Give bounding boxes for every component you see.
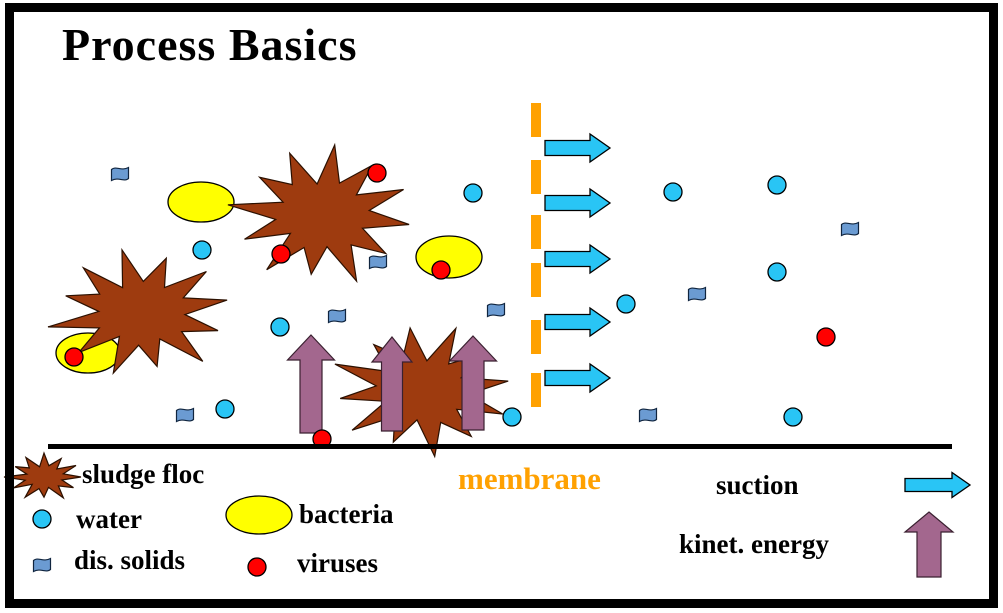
legend-viruses-icon bbox=[247, 557, 267, 577]
kinetic-energy-arrow bbox=[286, 334, 336, 434]
dis-solids-flag bbox=[687, 286, 707, 302]
legend-dis-solids-icon bbox=[32, 557, 52, 573]
slide-title: Process Basics bbox=[62, 19, 358, 70]
kinetic-energy-arrow bbox=[370, 336, 414, 432]
water-dot bbox=[502, 407, 522, 427]
virus-dot bbox=[271, 244, 291, 264]
sludge-floc-shape bbox=[47, 247, 228, 376]
membrane-dash bbox=[531, 160, 541, 194]
water-dot bbox=[215, 399, 235, 419]
water-dot bbox=[767, 175, 787, 195]
legend-label-dis-solids: dis. solids bbox=[74, 545, 186, 575]
water-dot bbox=[463, 183, 483, 203]
water-dot bbox=[270, 317, 290, 337]
legend-label-kinet-energy: kinet. energy bbox=[679, 529, 829, 559]
legend-sludge-floc-icon bbox=[3, 451, 82, 500]
baseline bbox=[48, 444, 952, 449]
legend-water-icon bbox=[32, 509, 52, 529]
membrane-dash bbox=[531, 215, 541, 249]
water-dot bbox=[767, 262, 787, 282]
dis-solids-flag bbox=[840, 221, 860, 237]
dis-solids-flag bbox=[486, 302, 506, 318]
dis-solids-flag bbox=[327, 308, 347, 324]
kinetic-energy-arrow bbox=[448, 335, 498, 431]
membrane-dash bbox=[531, 373, 541, 407]
virus-dot bbox=[431, 260, 451, 280]
water-dot bbox=[783, 407, 803, 427]
legend-suction-arrow-icon bbox=[904, 471, 972, 499]
legend-label-water: water bbox=[76, 504, 142, 534]
suction-arrow bbox=[544, 132, 612, 164]
membrane-dash bbox=[531, 320, 541, 354]
dis-solids-flag bbox=[638, 407, 658, 423]
legend-label-suction: suction bbox=[716, 470, 799, 500]
water-dot bbox=[616, 294, 636, 314]
bacteria-shape bbox=[167, 181, 235, 223]
virus-dot bbox=[64, 347, 84, 367]
legend-kinetic-energy-arrow-icon bbox=[903, 511, 955, 578]
suction-arrow bbox=[544, 362, 612, 394]
membrane-dash bbox=[531, 103, 541, 137]
membrane-dash bbox=[531, 263, 541, 297]
virus-dot bbox=[816, 327, 836, 347]
legend-label-sludge-floc: sludge floc bbox=[82, 459, 205, 489]
legend-bacteria-icon bbox=[225, 495, 293, 535]
water-dot bbox=[663, 182, 683, 202]
virus-dot bbox=[367, 163, 387, 183]
legend-label-bacteria: bacteria bbox=[299, 499, 394, 529]
legend-label-membrane: membrane bbox=[458, 461, 601, 496]
legend-label-viruses: viruses bbox=[297, 548, 378, 578]
suction-arrow bbox=[544, 306, 612, 338]
suction-arrow bbox=[544, 243, 612, 275]
water-dot bbox=[192, 240, 212, 260]
dis-solids-flag bbox=[175, 407, 195, 423]
dis-solids-flag bbox=[110, 166, 130, 182]
suction-arrow bbox=[544, 187, 612, 219]
dis-solids-flag bbox=[368, 254, 388, 270]
